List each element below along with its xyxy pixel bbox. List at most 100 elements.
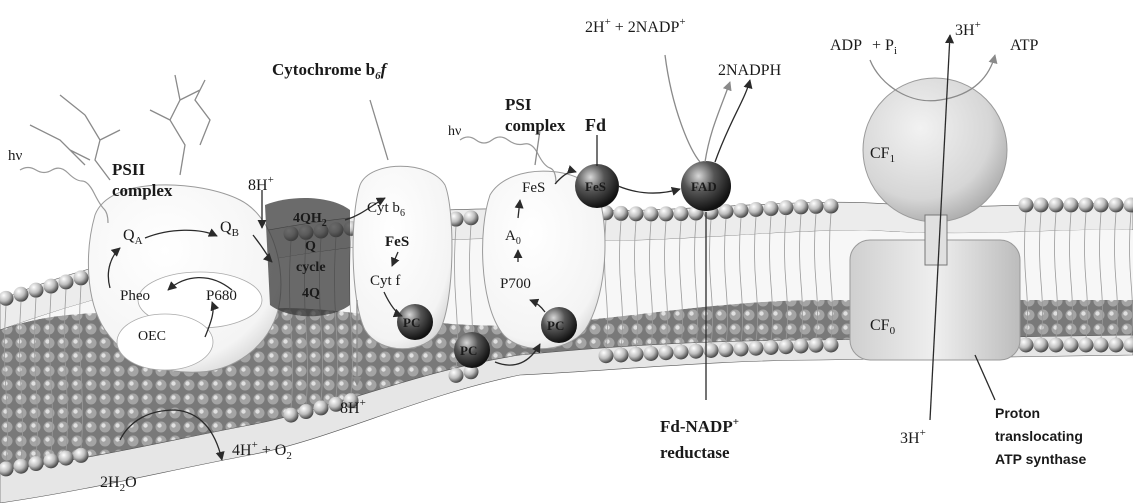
label-nadph: 2NADPH xyxy=(718,62,782,79)
label-synthase-1: Proton xyxy=(995,405,1040,421)
arrow-fad-out-grey xyxy=(705,82,730,162)
lipid-head xyxy=(1019,338,1034,353)
lipid-head xyxy=(1019,198,1034,213)
label-p680: P680 xyxy=(206,288,237,304)
lipid-head xyxy=(1034,198,1049,213)
lipid-head xyxy=(1079,198,1094,213)
label-pheo: Pheo xyxy=(120,288,150,304)
lipid-head xyxy=(1049,198,1064,213)
lipid-head xyxy=(29,283,44,298)
antenna-branch-2 xyxy=(150,75,210,175)
label-4h-o2: 4H+ + O2 xyxy=(232,439,292,462)
lipid-head xyxy=(14,287,29,302)
lipid-head xyxy=(734,341,749,356)
label-oec: OEC xyxy=(138,329,166,344)
label-synthase-3: ATP synthase xyxy=(995,451,1087,467)
label-3h-bottom: 3H+ xyxy=(900,427,926,447)
pointer-cyt-title xyxy=(370,100,388,160)
label-fnr-2: reductase xyxy=(660,443,730,462)
lipid-head xyxy=(449,368,464,383)
label-fes-psi: FeS xyxy=(522,180,545,196)
lipid-head xyxy=(749,341,764,356)
pointer-psi-title xyxy=(535,130,540,165)
lipid-head xyxy=(59,451,74,466)
lipid-head xyxy=(629,347,644,362)
lipid-head xyxy=(1094,198,1109,213)
lipid-head xyxy=(1094,338,1109,353)
lipid-head xyxy=(74,448,89,463)
label-fad: FAD xyxy=(691,179,717,194)
label-fes-fd: FeS xyxy=(585,179,606,194)
label-cyt-f: Cyt f xyxy=(370,273,400,289)
lipid-head xyxy=(764,201,779,216)
lipid-head xyxy=(659,206,674,221)
lipid-head xyxy=(794,199,809,214)
label-pc-1: PC xyxy=(403,315,420,330)
label-q-cycle-2: cycle xyxy=(296,260,326,275)
lipid-head xyxy=(719,204,734,219)
label-8h-top: 8H+ xyxy=(248,174,274,194)
lipid-head xyxy=(719,342,734,357)
label-synthase-2: translocating xyxy=(995,428,1083,444)
lipid-head xyxy=(734,203,749,218)
lipid-head xyxy=(1109,198,1124,213)
arrow-fd-fad xyxy=(618,186,680,193)
arrow-fad-nadph xyxy=(715,80,750,162)
lipid-head xyxy=(689,344,704,359)
label-psii-2: complex xyxy=(112,181,173,200)
label-cytochrome-b6f: Cytochrome b6f xyxy=(272,60,389,82)
label-4q: 4Q xyxy=(302,286,320,301)
lipid-head xyxy=(779,200,794,215)
lipid-head xyxy=(614,347,629,362)
label-q-cycle-1: Q xyxy=(305,239,316,254)
lipid-head xyxy=(59,275,74,290)
lipid-head xyxy=(629,206,644,221)
lipid-head xyxy=(764,340,779,355)
lipid-head xyxy=(1064,338,1079,353)
lipid-head xyxy=(464,210,479,225)
lipid-head xyxy=(809,199,824,214)
lipid-head xyxy=(614,206,629,221)
lipid-head xyxy=(824,199,839,214)
lipid-head xyxy=(1049,338,1064,353)
lipid-head xyxy=(299,404,314,419)
lipid-head xyxy=(44,279,59,294)
label-pc-3: PC xyxy=(547,318,564,333)
lipid-head xyxy=(779,339,794,354)
lipid-head xyxy=(1064,198,1079,213)
lipid-head xyxy=(644,346,659,361)
label-psi-1: PSI xyxy=(505,95,532,114)
label-psi-2: complex xyxy=(505,116,566,135)
label-atp-h: 3H+ xyxy=(955,19,981,39)
lipid-head xyxy=(809,338,824,353)
label-adp: ADP+ Pi xyxy=(830,37,897,57)
lipid-head xyxy=(659,345,674,360)
label-fes-cyt: FeS xyxy=(385,234,409,250)
label-psii-1: PSII xyxy=(112,160,145,179)
label-hv-right: hν xyxy=(448,124,461,139)
lipid-head xyxy=(1109,338,1124,353)
label-h2o: 2H2O xyxy=(100,474,137,494)
antenna-branch-1 xyxy=(30,95,120,180)
lipid-head xyxy=(29,456,44,471)
label-fd: Fd xyxy=(585,115,606,135)
lipid-head xyxy=(74,270,89,285)
label-p700: P700 xyxy=(500,276,531,292)
lipid-head xyxy=(824,338,839,353)
label-pc-2: PC xyxy=(460,343,477,358)
label-nadp-equation: 2H+ + 2NADP+ xyxy=(585,16,686,36)
lipid-head xyxy=(794,338,809,353)
lipid-head xyxy=(674,206,689,221)
pointer-synthase xyxy=(975,355,995,400)
lipid-head xyxy=(314,400,329,415)
lipid-head xyxy=(1079,338,1094,353)
lipid-head xyxy=(674,344,689,359)
lipid-head xyxy=(284,408,299,423)
lipid-head xyxy=(599,348,614,363)
lipid-head xyxy=(644,206,659,221)
lipid-head xyxy=(749,202,764,217)
label-fnr-1: Fd-NADP+ xyxy=(660,416,739,436)
lipid-head xyxy=(14,459,29,474)
arrow-nadp-in xyxy=(665,55,700,162)
